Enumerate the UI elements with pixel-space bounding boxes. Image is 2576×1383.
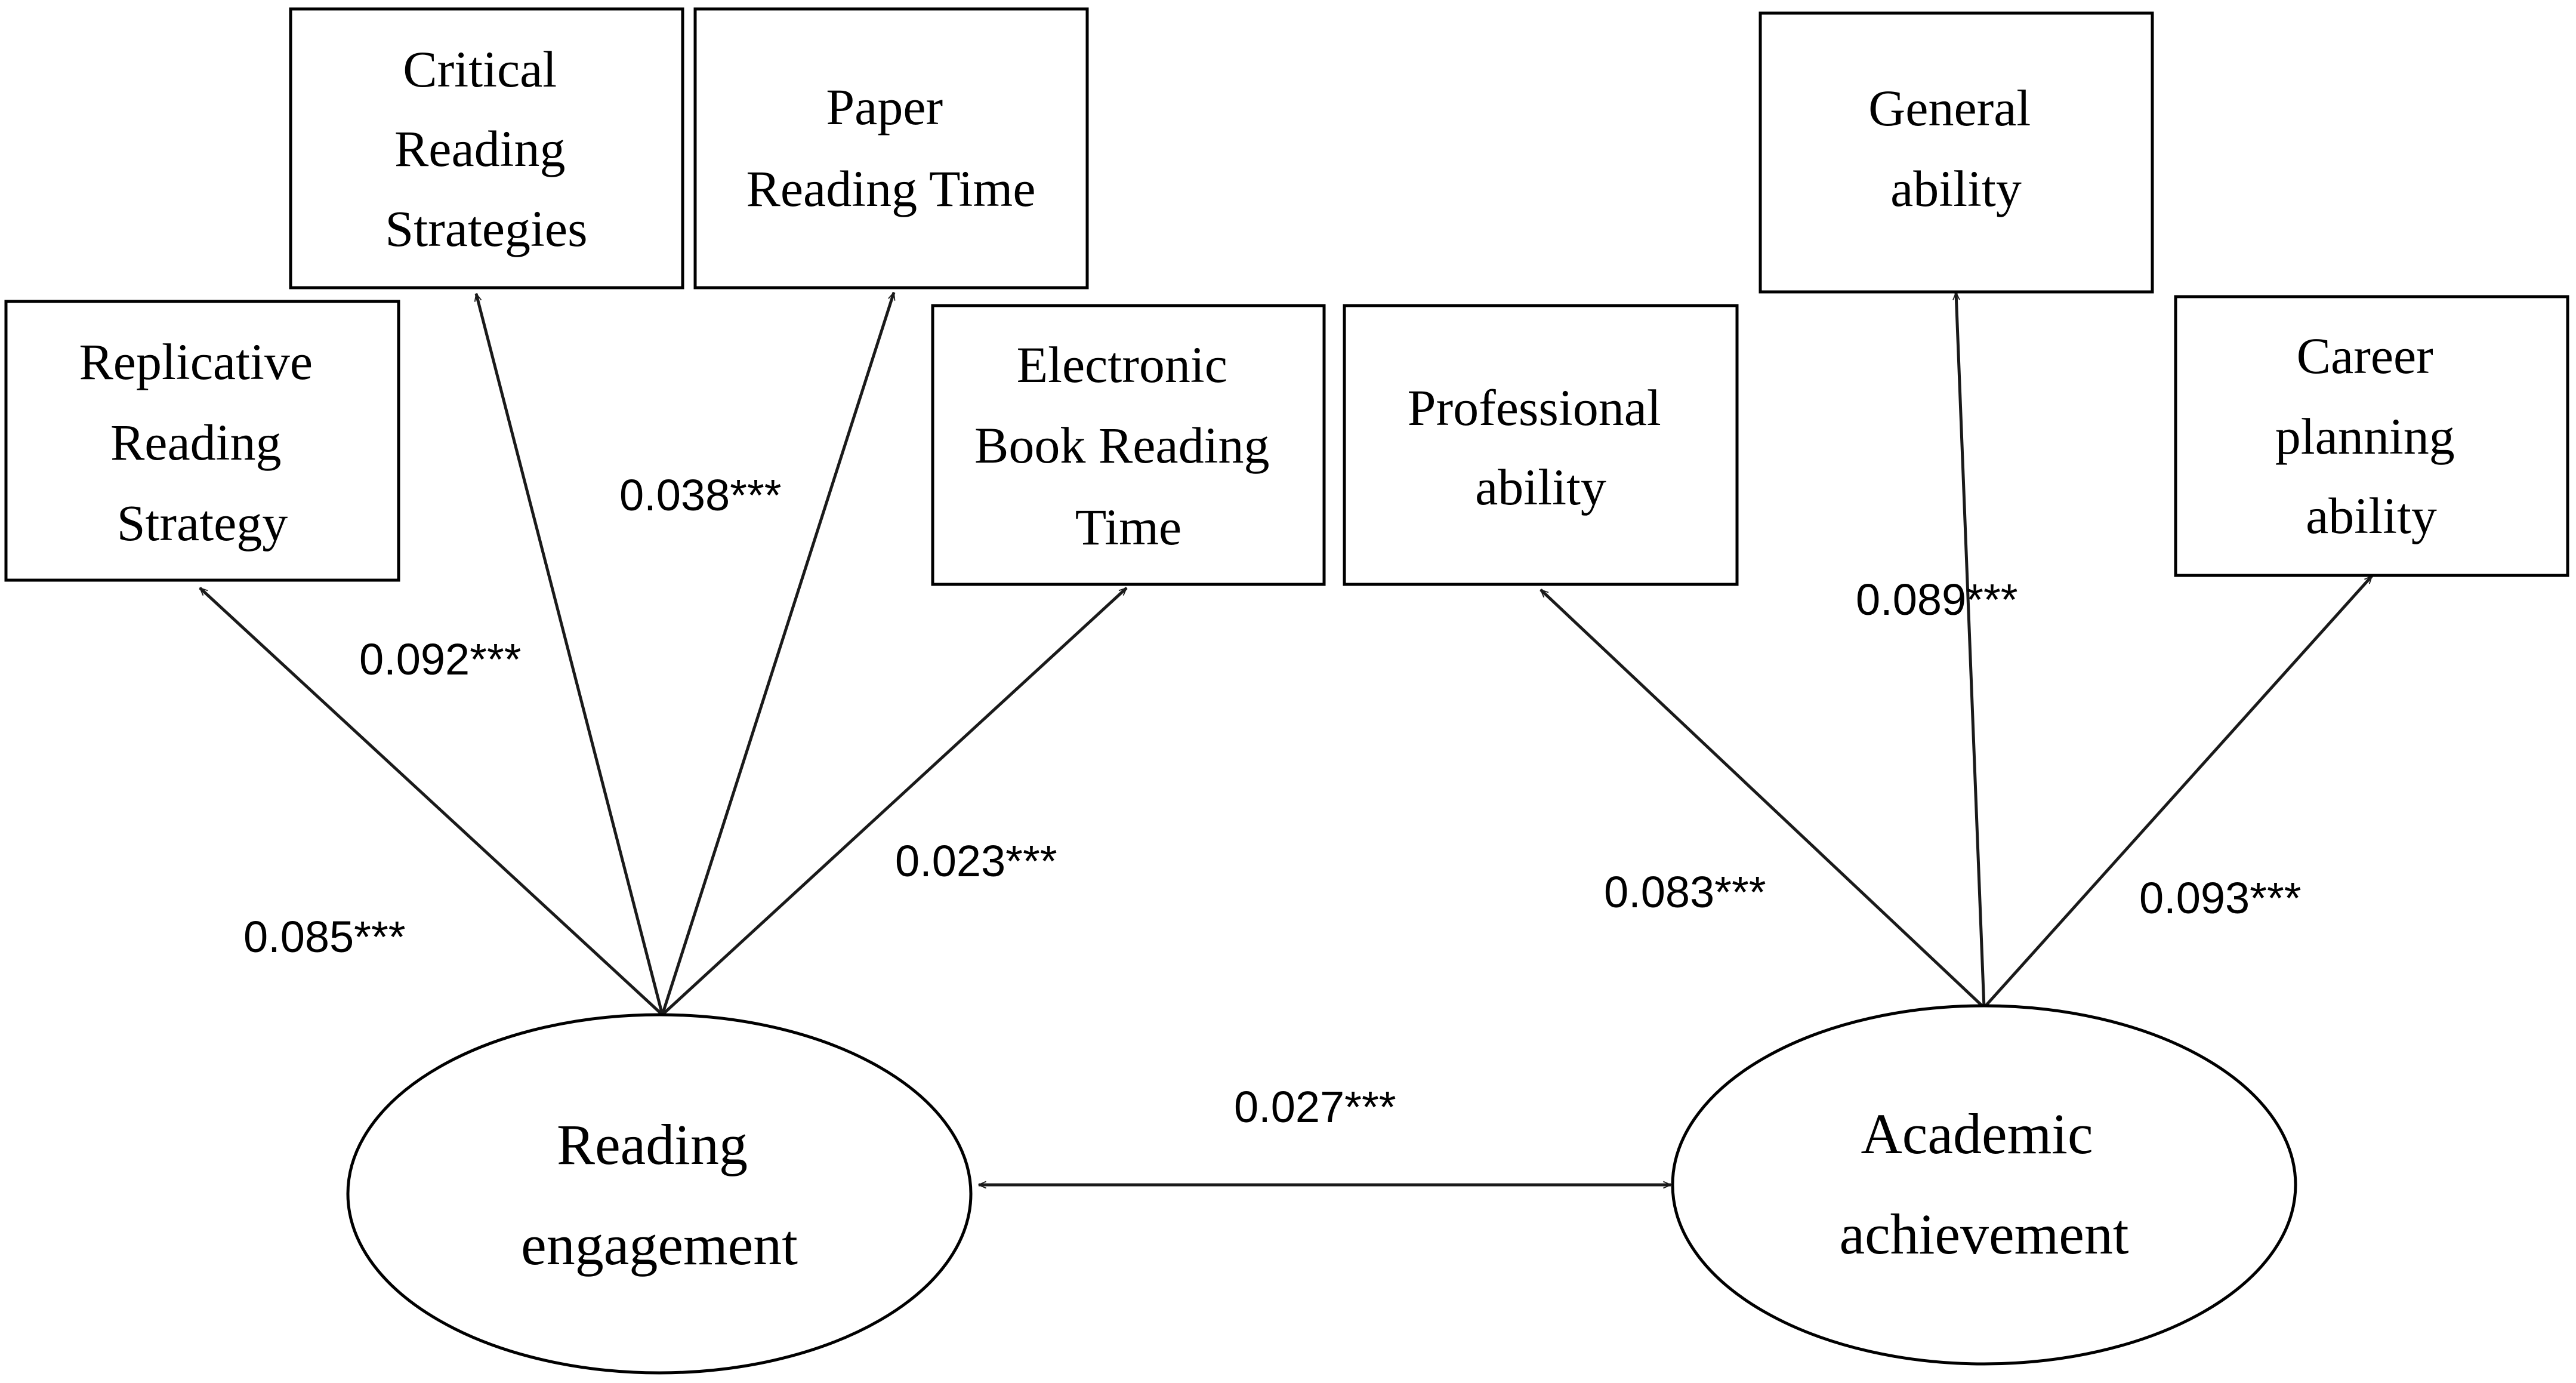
edges xyxy=(199,292,2373,1185)
node-text-line: Strategy xyxy=(117,494,288,552)
node-general-ability: General ability xyxy=(1759,11,2154,294)
edge-reading-to-replicative xyxy=(199,587,664,1016)
edge-academic-to-career xyxy=(1983,575,2373,1009)
edge-reading-to-electronic xyxy=(661,587,1128,1016)
coefficient-critical: 0.092*** xyxy=(359,634,522,684)
node-text-line: Reading xyxy=(110,414,282,471)
svg-text:Electronic Book Reading: Electronic Book Reading Time xyxy=(974,336,1282,556)
node-text-line: Critical xyxy=(403,41,557,98)
node-academic-achievement: Academic achievement xyxy=(1671,1004,2297,1366)
svg-text:Paper Reading Time: Paper Reading Time xyxy=(746,78,1035,217)
node-text-line: Strategies xyxy=(385,200,587,257)
edge-reading-to-critical xyxy=(476,294,664,1015)
node-text-line: Reading xyxy=(557,1113,748,1176)
svg-text:Career planning ab: Career planning ability xyxy=(2275,327,2467,544)
node-paper-reading-time: Paper Reading Time xyxy=(693,7,1089,289)
node-reading-engagement: Reading engagement xyxy=(346,1013,973,1375)
node-text-line: Reading Time xyxy=(746,160,1035,217)
node-text-line: ability xyxy=(1890,160,2022,217)
node-text-line: planning xyxy=(2275,408,2455,465)
svg-text:Reading engagement: Reading engagement xyxy=(521,1113,798,1277)
node-text-line: Academic xyxy=(1861,1102,2093,1166)
coefficient-paper: 0.038*** xyxy=(619,470,782,520)
node-replicative-reading-strategy: Replicative Reading Strategy xyxy=(4,300,400,582)
node-text-line: Book Reading xyxy=(974,417,1269,474)
coefficient-electronic: 0.023*** xyxy=(895,836,1057,886)
svg-text:General ability: General ability xyxy=(1868,79,2044,217)
coefficient-labels: 0.085*** 0.092*** 0.038*** 0.023*** 0.08… xyxy=(243,470,2302,1132)
node-text-line: Replicative xyxy=(79,333,313,390)
node-text-line: Professional xyxy=(1408,379,1661,436)
node-career-planning-ability: Career planning ability xyxy=(2174,295,2569,577)
node-text-line: Time xyxy=(1075,498,1181,556)
coefficient-correlation: 0.027*** xyxy=(1234,1082,1396,1132)
svg-text:Academic achievement: Academic achievement xyxy=(1839,1102,2128,1266)
node-critical-reading-strategies: Critical Reading Strategies xyxy=(289,7,684,289)
svg-text:Critical Reading S: Critical Reading Strategies xyxy=(385,41,587,257)
node-electronic-book-reading-time: Electronic Book Reading Time xyxy=(931,304,1326,586)
node-text-line: Career xyxy=(2297,327,2433,384)
node-text-line: Electronic xyxy=(1017,336,1227,393)
edge-academic-to-general xyxy=(1956,292,1986,1008)
edge-academic-to-professional xyxy=(1540,589,1985,1009)
svg-text:Replicative Reading: Replicative Reading Strategy xyxy=(79,333,325,552)
node-text-line: engagement xyxy=(521,1213,798,1277)
node-text-line: Paper xyxy=(826,78,943,135)
node-text-line: achievement xyxy=(1839,1202,2128,1266)
node-text-line: Reading xyxy=(394,120,566,177)
edge-reading-to-paper xyxy=(661,292,894,1015)
coefficient-general: 0.089*** xyxy=(1856,575,2018,624)
node-text-line: ability xyxy=(2306,487,2437,544)
coefficient-professional: 0.083*** xyxy=(1604,867,1766,917)
node-professional-ability: Professional ability xyxy=(1343,304,1739,586)
node-text-line: General xyxy=(1868,79,2031,137)
coefficient-replicative: 0.085*** xyxy=(243,912,406,962)
node-text-line: ability xyxy=(1475,458,1606,516)
coefficient-career: 0.093*** xyxy=(2139,873,2302,923)
svg-text:Professional ability: Professional ability xyxy=(1408,379,1674,516)
